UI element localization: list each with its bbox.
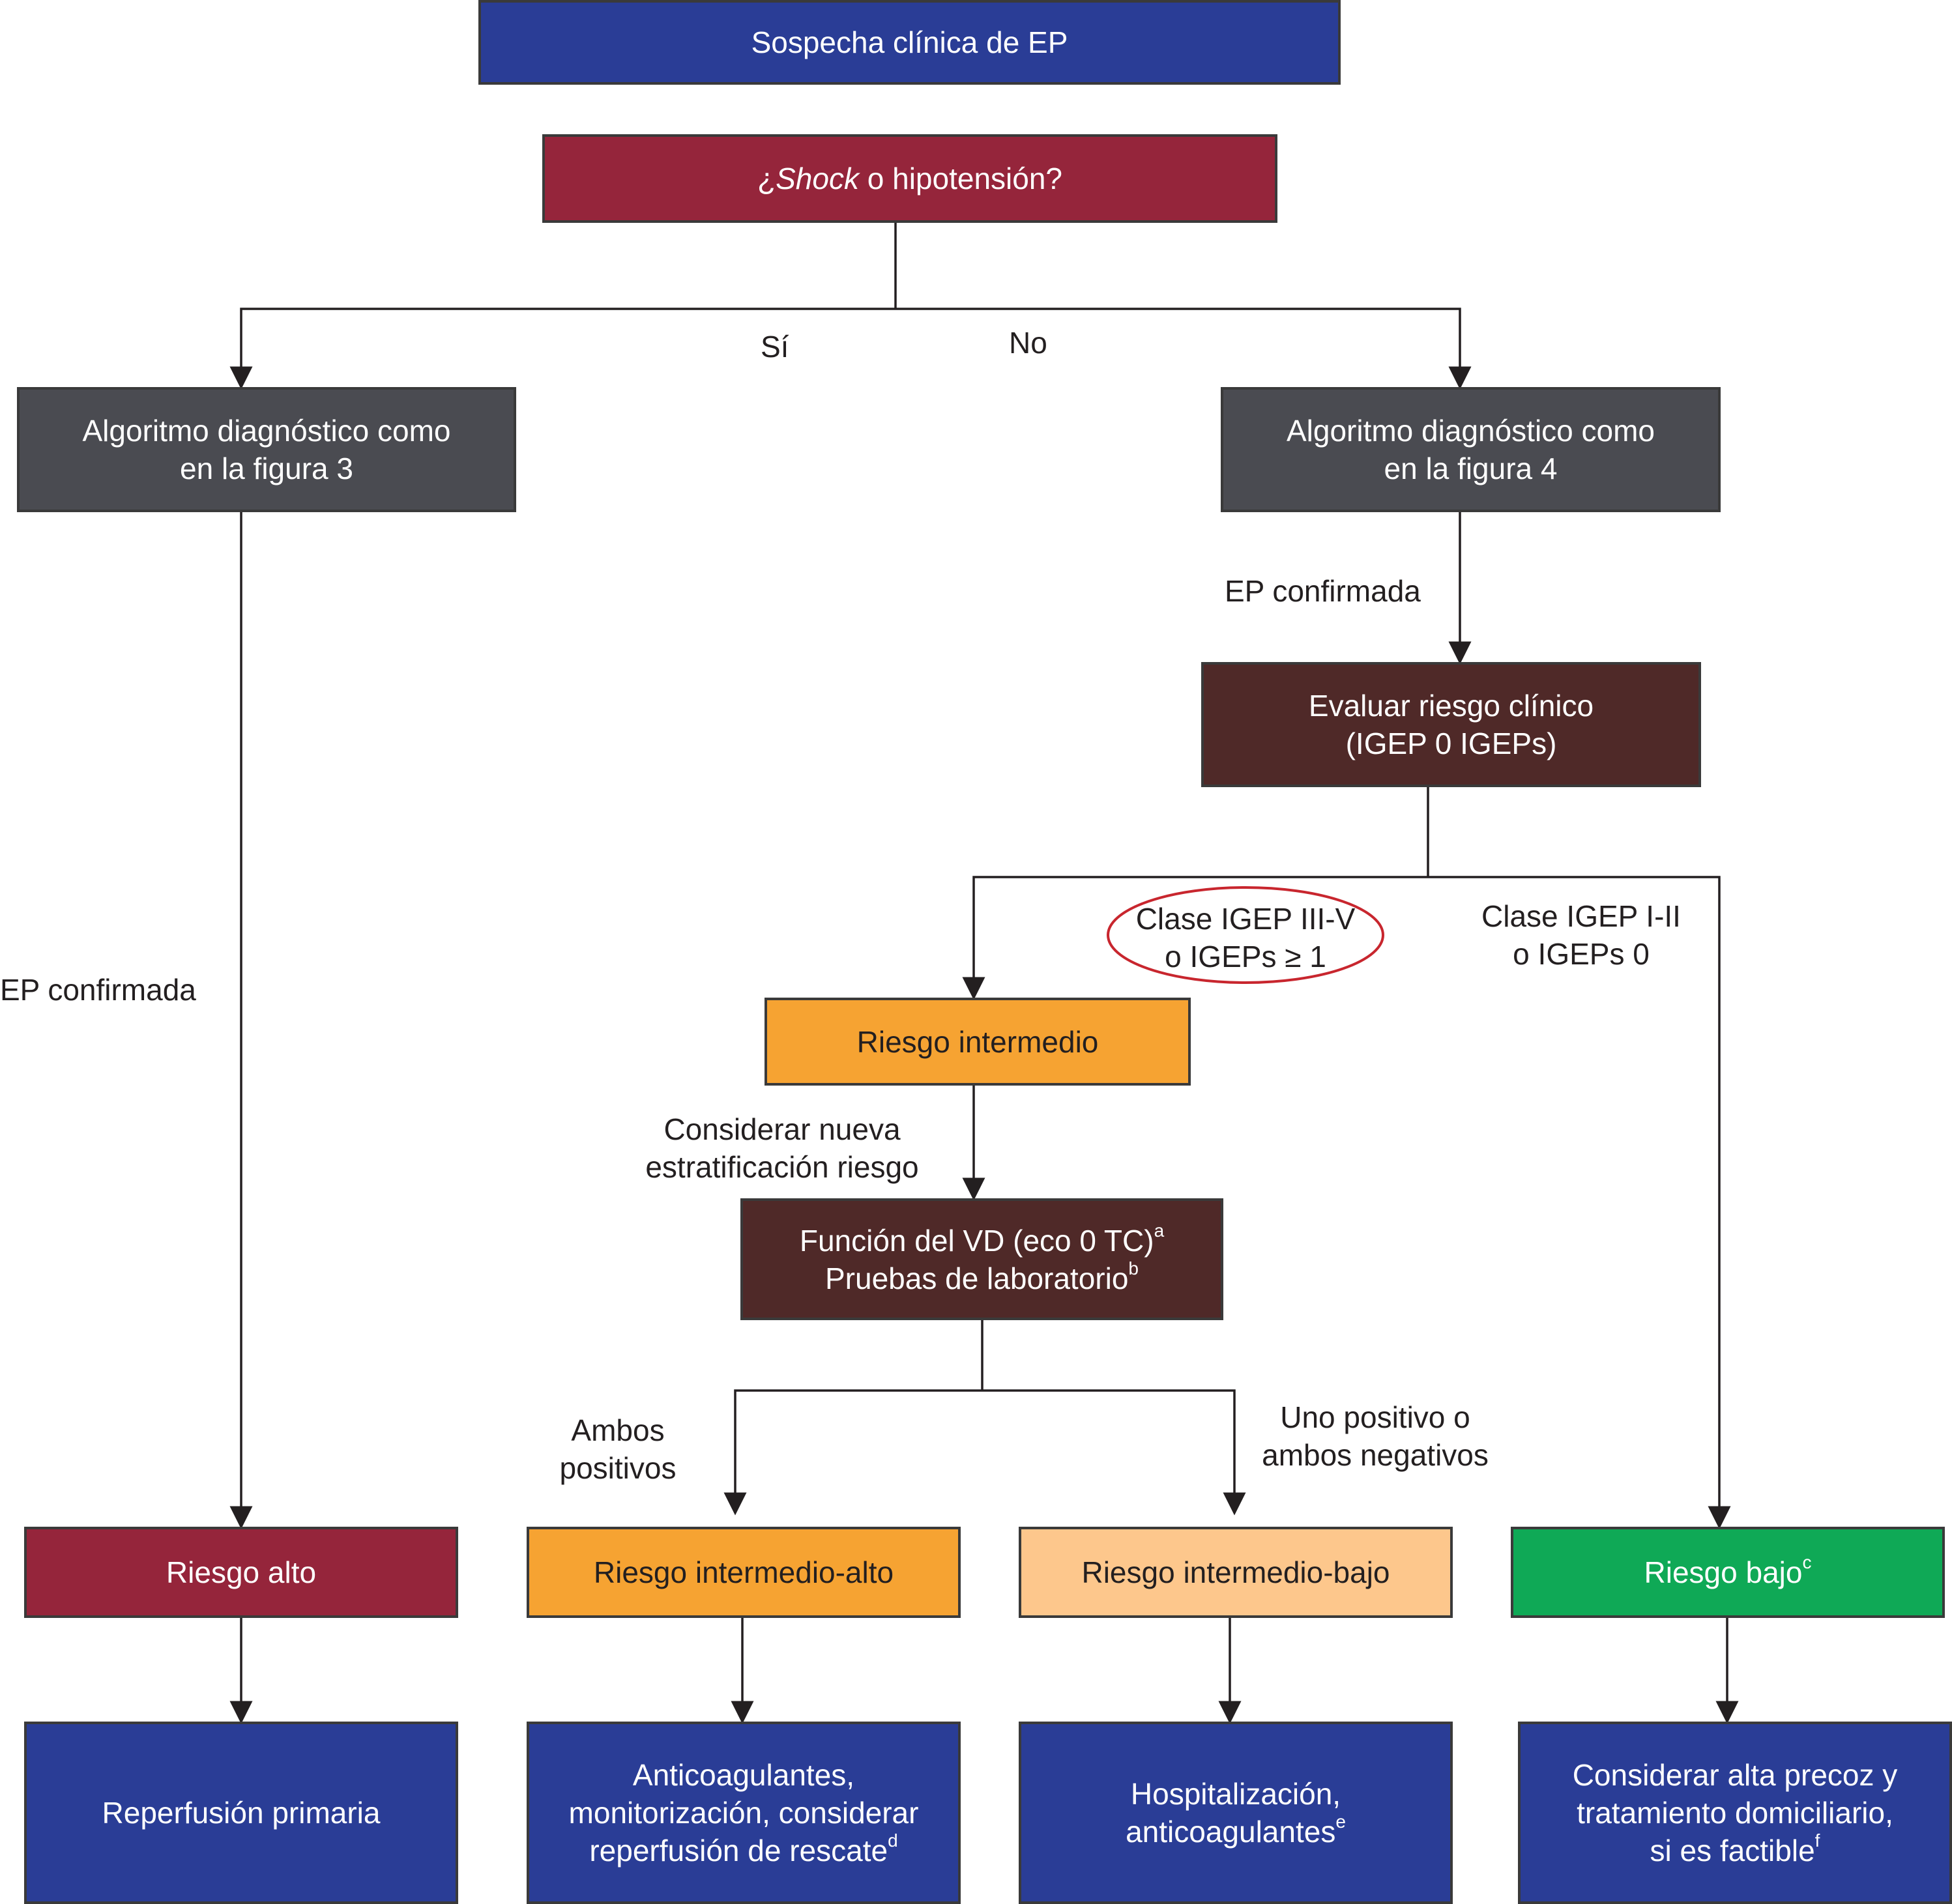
node-intermediate-low: Riesgo intermedio-bajo <box>1019 1527 1453 1618</box>
node-low-risk-text: Riesgo bajoc <box>1644 1552 1812 1590</box>
node-early-discharge-line1: Considerar alta precoz y <box>1572 1758 1898 1792</box>
node-algo-fig4-line1: Algoritmo diagnóstico como <box>1286 414 1655 448</box>
node-hospitalization: Hospitalización, anticoagulantese <box>1019 1722 1453 1904</box>
node-anticoagulants-line2: monitorización, considerar <box>568 1796 919 1830</box>
node-algo-fig3-line2: en la figura 3 <box>180 452 353 485</box>
node-low-risk: Riesgo bajoc <box>1511 1527 1945 1618</box>
label-class-low: Clase IGEP I-II o IGEPs 0 <box>1464 897 1698 973</box>
node-hospitalization-line2: anticoagulantese <box>1126 1811 1346 1849</box>
node-early-discharge-line3: si es factiblef <box>1650 1830 1820 1868</box>
node-shock-text: ¿Shock o hipotensión? <box>757 162 1062 195</box>
label-both-positive: Ambos positivos <box>540 1411 696 1487</box>
node-rv-function: Función del VD (eco 0 TC)a Pruebas de la… <box>740 1198 1223 1320</box>
node-reperfusion: Reperfusión primaria <box>24 1722 458 1904</box>
node-algo-fig3: Algoritmo diagnóstico como en la figura … <box>17 387 516 512</box>
label-both-positive-line1: Ambos <box>571 1413 665 1447</box>
node-high-risk: Riesgo alto <box>24 1527 458 1618</box>
node-intermediate-high-text: Riesgo intermedio-alto <box>593 1555 894 1589</box>
node-evaluate-risk-line1: Evaluar riesgo clínico <box>1308 689 1594 723</box>
node-early-discharge: Considerar alta precoz y tratamiento dom… <box>1518 1722 1952 1904</box>
node-anticoagulants-line1: Anticoagulantes, <box>632 1758 855 1792</box>
node-algo-fig4: Algoritmo diagnóstico como en la figura … <box>1221 387 1721 512</box>
node-intermediate-risk-text: Riesgo intermedio <box>856 1024 1099 1059</box>
label-one-positive-line1: Uno positivo o <box>1280 1400 1470 1434</box>
highlight-ellipse <box>1107 886 1384 984</box>
node-anticoagulants-line3: reperfusión de rescated <box>589 1830 898 1868</box>
node-evaluate-risk: Evaluar riesgo clínico (IGEP 0 IGEPs) <box>1201 662 1701 787</box>
connector-to-algo4 <box>896 308 1472 390</box>
node-hospitalization-line1: Hospitalización, <box>1130 1777 1341 1811</box>
node-reperfusion-text: Reperfusión primaria <box>102 1796 381 1830</box>
label-class-low-line1: Clase IGEP I-II <box>1481 899 1681 933</box>
label-class-high: Clase IGEP III-V o IGEPs ≥ 1 <box>1128 900 1363 975</box>
label-yes: Sí <box>761 330 789 364</box>
node-rv-function-line1: Función del VD (eco 0 TC)a <box>799 1220 1165 1258</box>
label-no: No <box>1009 326 1047 360</box>
connector-to-low <box>1428 876 1731 1529</box>
connector-to-int-high <box>723 1389 982 1516</box>
node-shock: ¿Shock o hipotensión? <box>542 134 1277 223</box>
node-intermediate-low-text: Riesgo intermedio-bajo <box>1081 1555 1390 1589</box>
label-class-low-line2: o IGEPs 0 <box>1513 937 1650 971</box>
connector-to-int-low <box>982 1389 1246 1516</box>
node-intermediate-high: Riesgo intermedio-alto <box>527 1527 961 1618</box>
node-anticoagulants: Anticoagulantes, monitorización, conside… <box>527 1722 961 1904</box>
label-reconsider: Considerar nueva estratificación riesgo <box>626 1110 939 1186</box>
label-class-high-line2: o IGEPs ≥ 1 <box>1165 940 1326 974</box>
label-one-positive: Uno positivo o ambos negativos <box>1238 1398 1512 1474</box>
node-high-risk-text: Riesgo alto <box>166 1555 317 1589</box>
label-both-positive-line2: positivos <box>559 1451 677 1485</box>
node-evaluate-risk-line2: (IGEP 0 IGEPs) <box>1345 727 1557 760</box>
label-ep-confirmed-left: EP confirmada <box>0 973 196 1007</box>
node-intermediate-risk: Riesgo intermedio <box>765 998 1191 1086</box>
label-class-high-line1: Clase IGEP III-V <box>1135 902 1356 936</box>
node-suspicion: Sospecha clínica de EP <box>478 0 1341 85</box>
label-ep-confirmed-right: EP confirmada <box>1225 574 1421 608</box>
label-reconsider-line1: Considerar nueva <box>663 1112 901 1146</box>
node-algo-fig4-line2: en la figura 4 <box>1384 452 1558 485</box>
connector-to-intermediate <box>962 876 1428 1000</box>
label-reconsider-line2: estratificación riesgo <box>645 1150 919 1184</box>
node-suspicion-text: Sospecha clínica de EP <box>751 25 1068 59</box>
node-rv-function-line2: Pruebas de laboratoriob <box>825 1258 1139 1295</box>
label-one-positive-line2: ambos negativos <box>1262 1438 1489 1472</box>
node-early-discharge-line2: tratamiento domiciliario, <box>1577 1796 1893 1830</box>
node-algo-fig3-line1: Algoritmo diagnóstico como <box>82 414 451 448</box>
connector-to-algo3 <box>229 308 896 390</box>
